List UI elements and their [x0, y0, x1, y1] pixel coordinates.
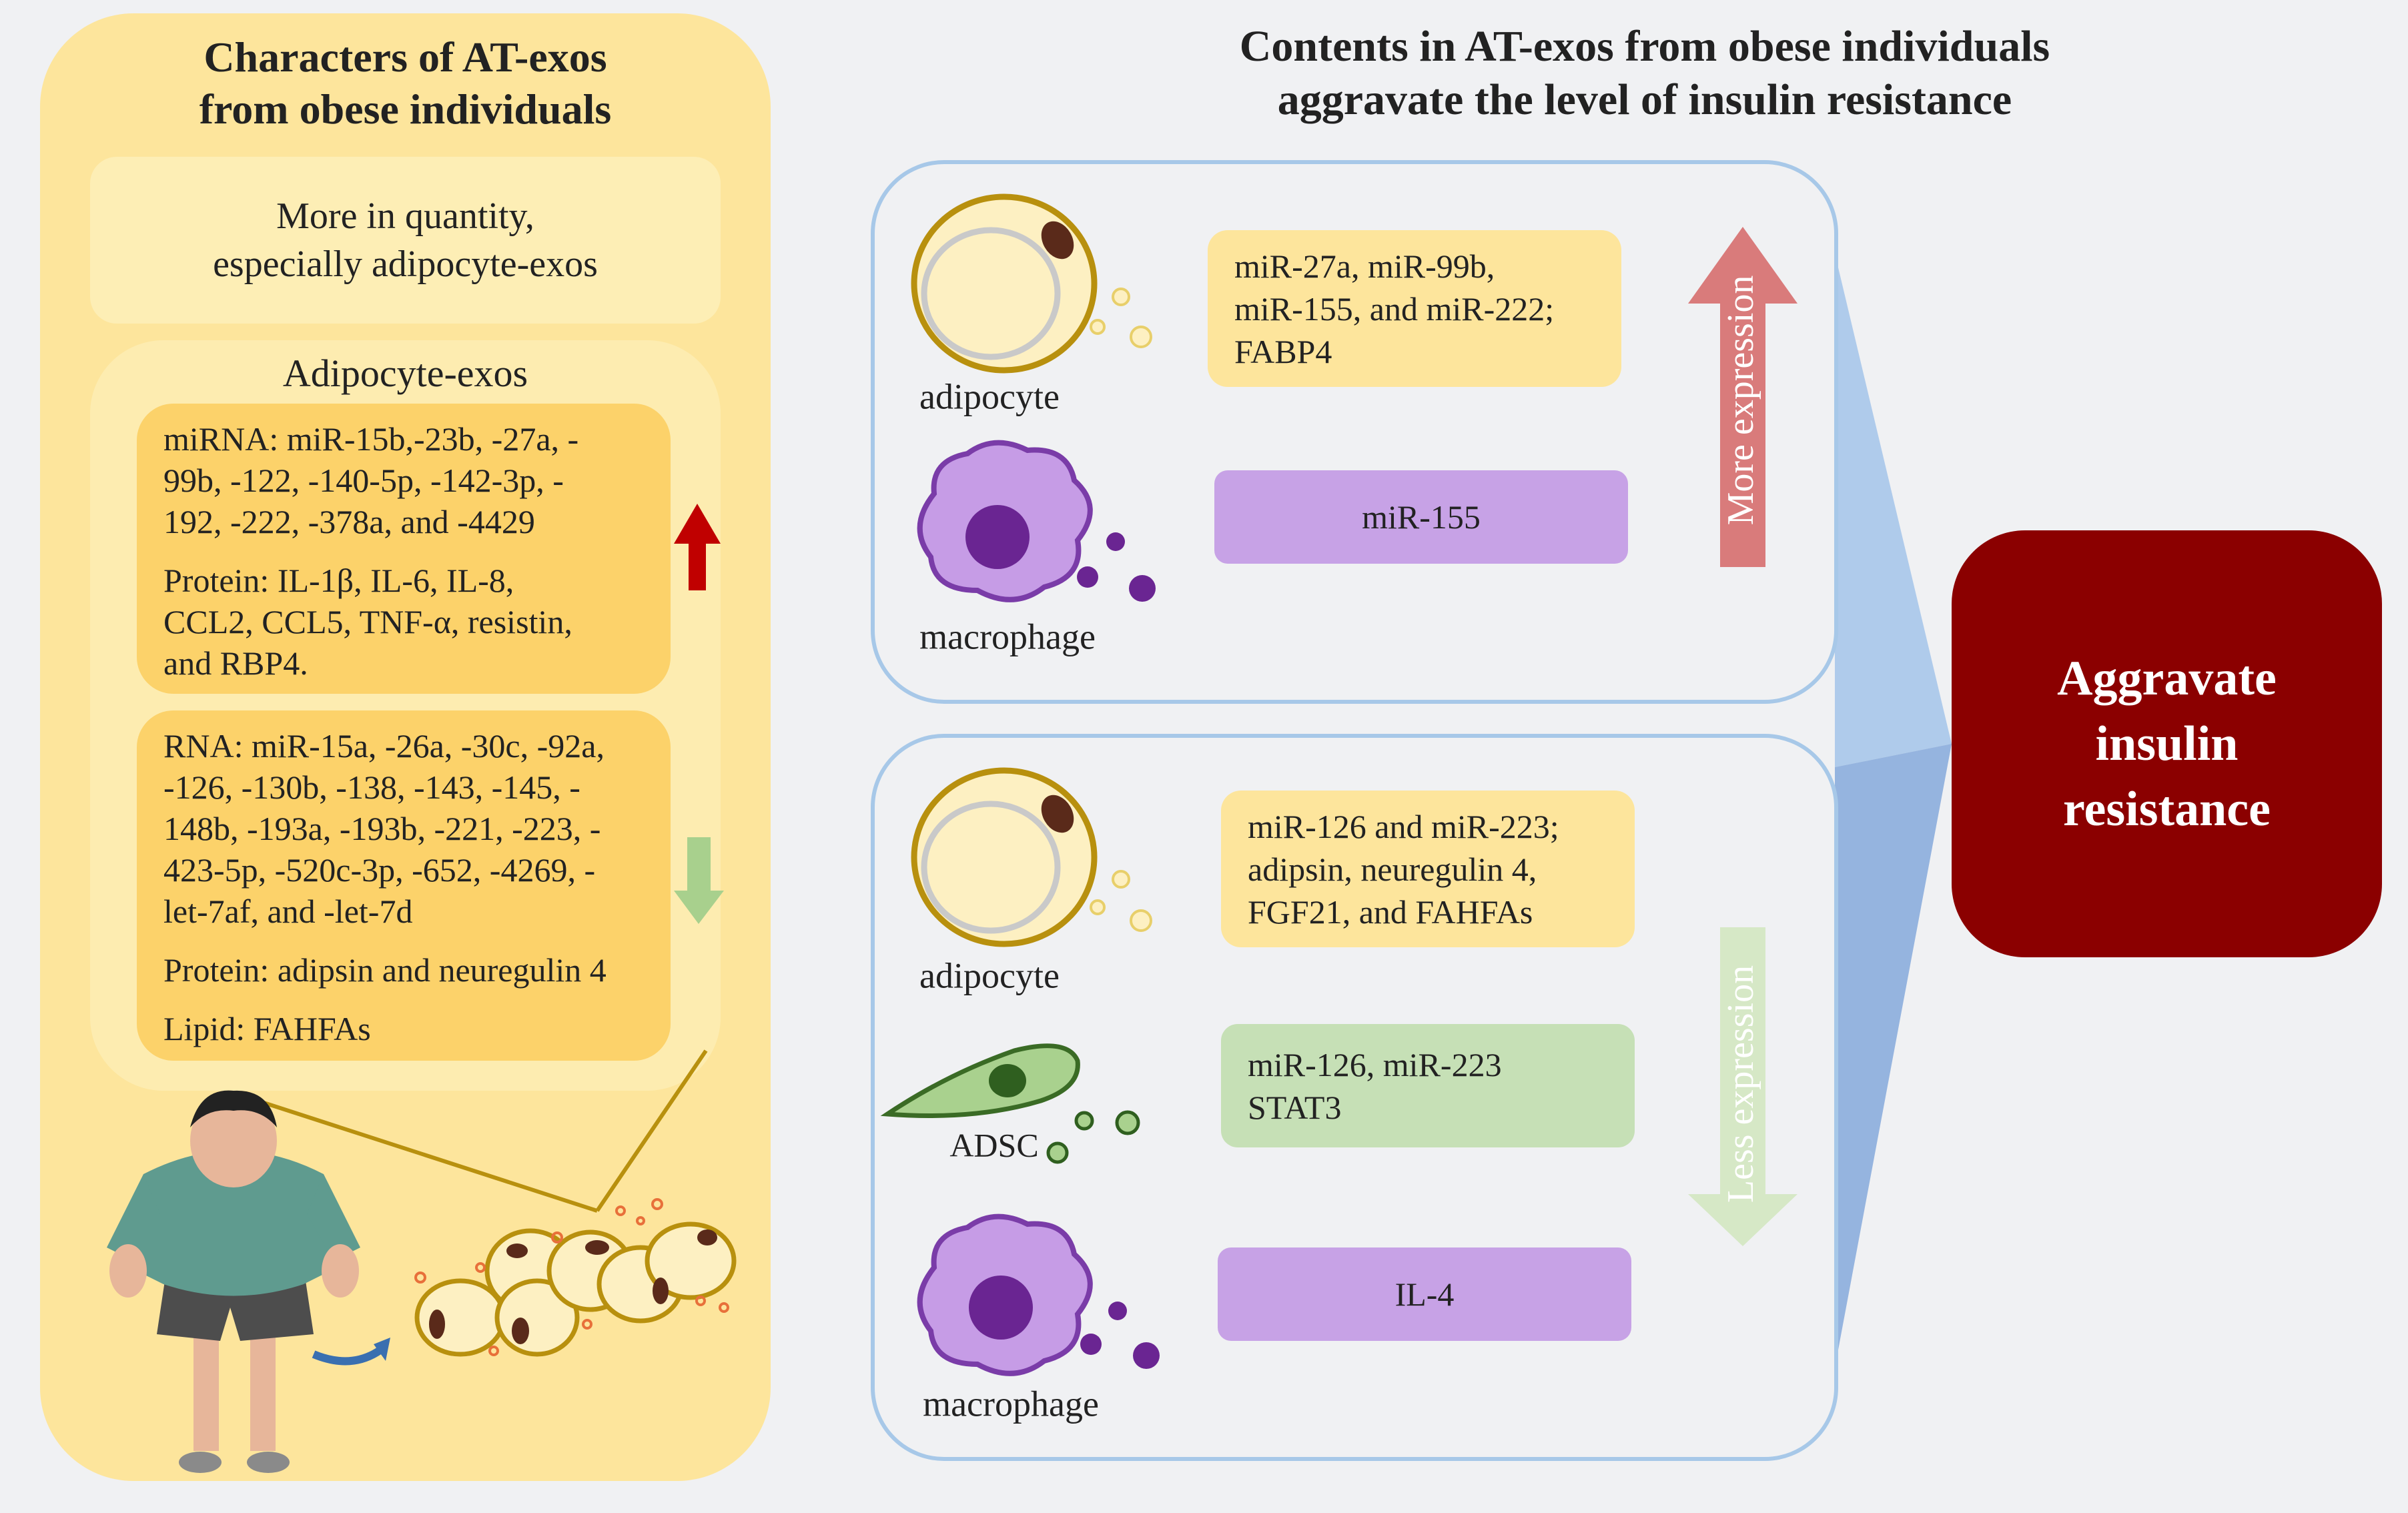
up-arrow-icon — [674, 504, 721, 590]
downregulated-lipid-text: Lipid: FAHFAs — [163, 1010, 371, 1047]
adipose-nuclei — [429, 1229, 717, 1344]
upregulated-card: miRNA: miR-15b,-23b, -27a, - 99b, -122, … — [137, 404, 671, 694]
adipocyte-exos-title: Adipocyte-exos — [282, 352, 528, 395]
top-adipocyte-content-box: miR-27a, miR-99b, miR-155, and miR-222; … — [1208, 230, 1621, 387]
obese-person-icon — [107, 1090, 360, 1473]
bottom-macrophage-label: macrophage — [923, 1384, 1099, 1424]
less-expression-label: Less expression — [1720, 965, 1761, 1203]
bottom-macrophage-cell-icon — [917, 1213, 1160, 1376]
top-adipocyte-label: adipocyte — [919, 376, 1060, 416]
connector-lines — [253, 1049, 708, 1213]
adipose-tissue-icon — [414, 1221, 737, 1357]
bottom-macrophage-content-box: IL-4 — [1218, 1247, 1631, 1341]
quantity-box: More in quantity, especially adipocyte-e… — [90, 157, 721, 324]
more-expression-label: More expression — [1720, 276, 1761, 526]
upregulated-mirna-text: miRNA: miR-15b,-23b, -27a, - 99b, -122, … — [163, 420, 579, 540]
top-macrophage-cell-icon — [917, 440, 1156, 602]
right-section-title: Contents in AT-exos from obese individua… — [1239, 22, 2050, 124]
top-macrophage-label: macrophage — [919, 616, 1096, 656]
downregulated-rna-text: RNA: miR-15a, -26a, -30c, -92a, -126, -1… — [163, 727, 605, 930]
bottom-adipocyte-content-box: miR-126 and miR-223; adipsin, neuregulin… — [1221, 791, 1635, 947]
top-macrophage-content-box: miR-155 — [1214, 470, 1628, 564]
down-arrow-icon — [674, 837, 724, 924]
upregulated-protein-text: Protein: IL-1β, IL-6, IL-8, CCL2, CCL5, … — [163, 562, 572, 682]
bottom-adsc-content-box: miR-126, miR-223 STAT3 — [1221, 1024, 1635, 1147]
left-panel-title: Characters of AT-exos from obese individ… — [199, 33, 612, 133]
adsc-cell-icon — [880, 1043, 1140, 1164]
bottom-adipocyte-label: adipocyte — [919, 955, 1060, 995]
curved-arrow-icon — [312, 1338, 390, 1366]
bottom-adipocyte-cell-icon — [911, 767, 1152, 947]
adsc-label: ADSC — [949, 1126, 1038, 1163]
downregulated-protein-text: Protein: adipsin and neuregulin 4 — [163, 951, 607, 989]
more-expression-arrow-icon — [1688, 227, 1797, 567]
less-expression-arrow-icon — [1688, 927, 1797, 1246]
downregulated-card: RNA: miR-15a, -26a, -30c, -92a, -126, -1… — [137, 710, 671, 1061]
top-adipocyte-cell-icon — [911, 193, 1152, 374]
aggravate-insulin-resistance-box: Aggravate insulin resistance — [1952, 530, 2382, 957]
exosome-dots — [414, 1198, 729, 1356]
